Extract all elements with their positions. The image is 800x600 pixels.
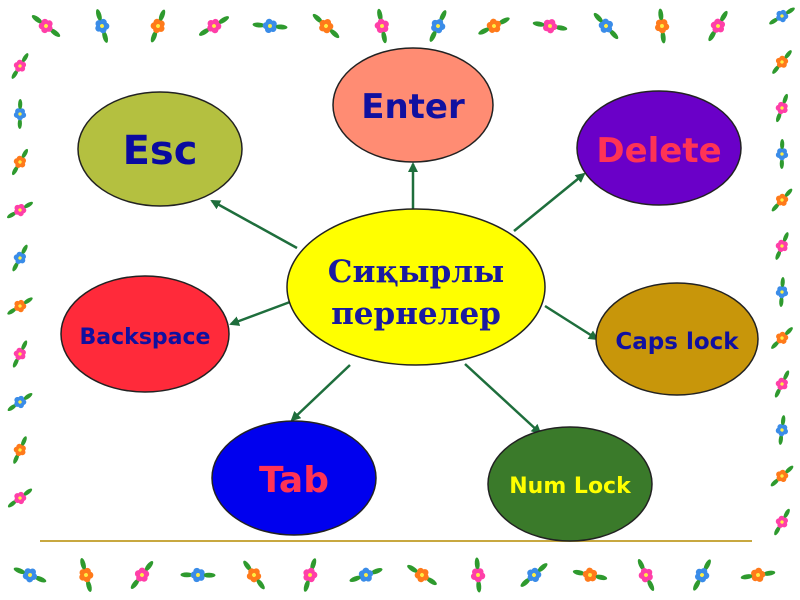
flower-icon	[252, 18, 288, 34]
flower-icon	[312, 13, 340, 39]
center-node-shape	[286, 208, 546, 366]
flower-icon	[572, 567, 608, 582]
node-enter-shape	[332, 47, 494, 163]
flower-icon	[775, 232, 789, 260]
flower-icon	[12, 244, 28, 272]
flower-icon	[770, 465, 794, 487]
flower-icon	[593, 12, 619, 40]
flower-icon	[7, 297, 33, 315]
node-caps-lock-shape	[595, 282, 759, 396]
flower-icon	[11, 53, 29, 79]
node-backspace-label: Backspace	[80, 325, 211, 350]
flower-icon	[774, 508, 790, 536]
flower-icon	[79, 558, 94, 592]
center-node-line1: Сиқырлы	[328, 254, 504, 290]
flower-icon	[31, 14, 61, 38]
flower-icon	[520, 563, 548, 587]
node-delete-label: Delete	[596, 131, 721, 171]
flower-icon	[771, 188, 793, 212]
arrow-to-num-lock	[464, 363, 542, 435]
node-enter: Enter	[332, 47, 494, 163]
flower-icon	[95, 9, 110, 43]
flower-icon	[199, 16, 229, 36]
flower-icon	[775, 415, 788, 445]
node-num-lock: Num Lock	[487, 426, 653, 542]
flower-icon	[7, 392, 33, 412]
flower-icon	[740, 567, 776, 582]
flower-icon	[470, 557, 486, 593]
flower-icon	[708, 10, 728, 42]
flower-icon	[772, 50, 792, 74]
flower-icon	[349, 567, 383, 582]
flower-icon	[532, 19, 568, 34]
flower-icon	[637, 559, 655, 591]
node-backspace-shape	[60, 275, 230, 393]
node-delete: Delete	[576, 90, 742, 206]
flower-icon	[243, 560, 265, 590]
flower-icon	[769, 7, 795, 25]
flower-icon	[7, 201, 33, 219]
arrow-to-backspace	[229, 300, 291, 326]
flower-icon	[429, 10, 447, 42]
flower-icon	[11, 148, 29, 176]
flower-border	[7, 7, 795, 593]
flower-icon	[303, 558, 318, 592]
flower-icon	[775, 93, 788, 123]
flower-icon	[130, 560, 154, 590]
flower-icon	[13, 99, 27, 129]
node-tab-shape	[211, 420, 377, 536]
flower-icon	[774, 370, 790, 398]
node-delete-shape	[576, 90, 742, 206]
flower-icon	[180, 567, 216, 583]
flower-icon	[7, 488, 33, 508]
flower-icon	[13, 436, 27, 464]
center-node: Сиқырлы пернелер	[286, 208, 546, 366]
node-caps-lock: Caps lock	[595, 282, 759, 396]
flower-icon	[150, 9, 166, 43]
flower-icon	[654, 8, 670, 44]
node-backspace: Backspace	[60, 275, 230, 393]
flower-icon	[13, 567, 47, 583]
flower-icon	[478, 17, 510, 35]
arrow-to-caps-lock	[544, 304, 599, 341]
node-enter-label: Enter	[361, 87, 465, 127]
arrow-to-delete	[513, 172, 586, 232]
flower-icon	[775, 277, 789, 307]
flower-icon	[12, 340, 28, 368]
center-node-line2: пернелер	[331, 296, 501, 332]
arrows	[210, 162, 599, 435]
flower-icon	[771, 327, 793, 349]
node-caps-lock-label: Caps lock	[615, 329, 739, 355]
arrow-to-esc	[210, 199, 298, 250]
node-tab: Tab	[211, 420, 377, 536]
node-esc-label: Esc	[123, 128, 198, 174]
node-tab-label: Tab	[259, 460, 329, 501]
node-esc-shape	[77, 91, 243, 207]
flower-icon	[374, 8, 389, 44]
flower-icon	[407, 564, 437, 586]
node-num-lock-shape	[487, 426, 653, 542]
arrow-to-tab	[290, 364, 351, 422]
node-num-lock-label: Num Lock	[509, 474, 632, 499]
node-esc: Esc	[77, 91, 243, 207]
flower-icon	[775, 139, 789, 169]
flower-icon	[693, 559, 711, 591]
